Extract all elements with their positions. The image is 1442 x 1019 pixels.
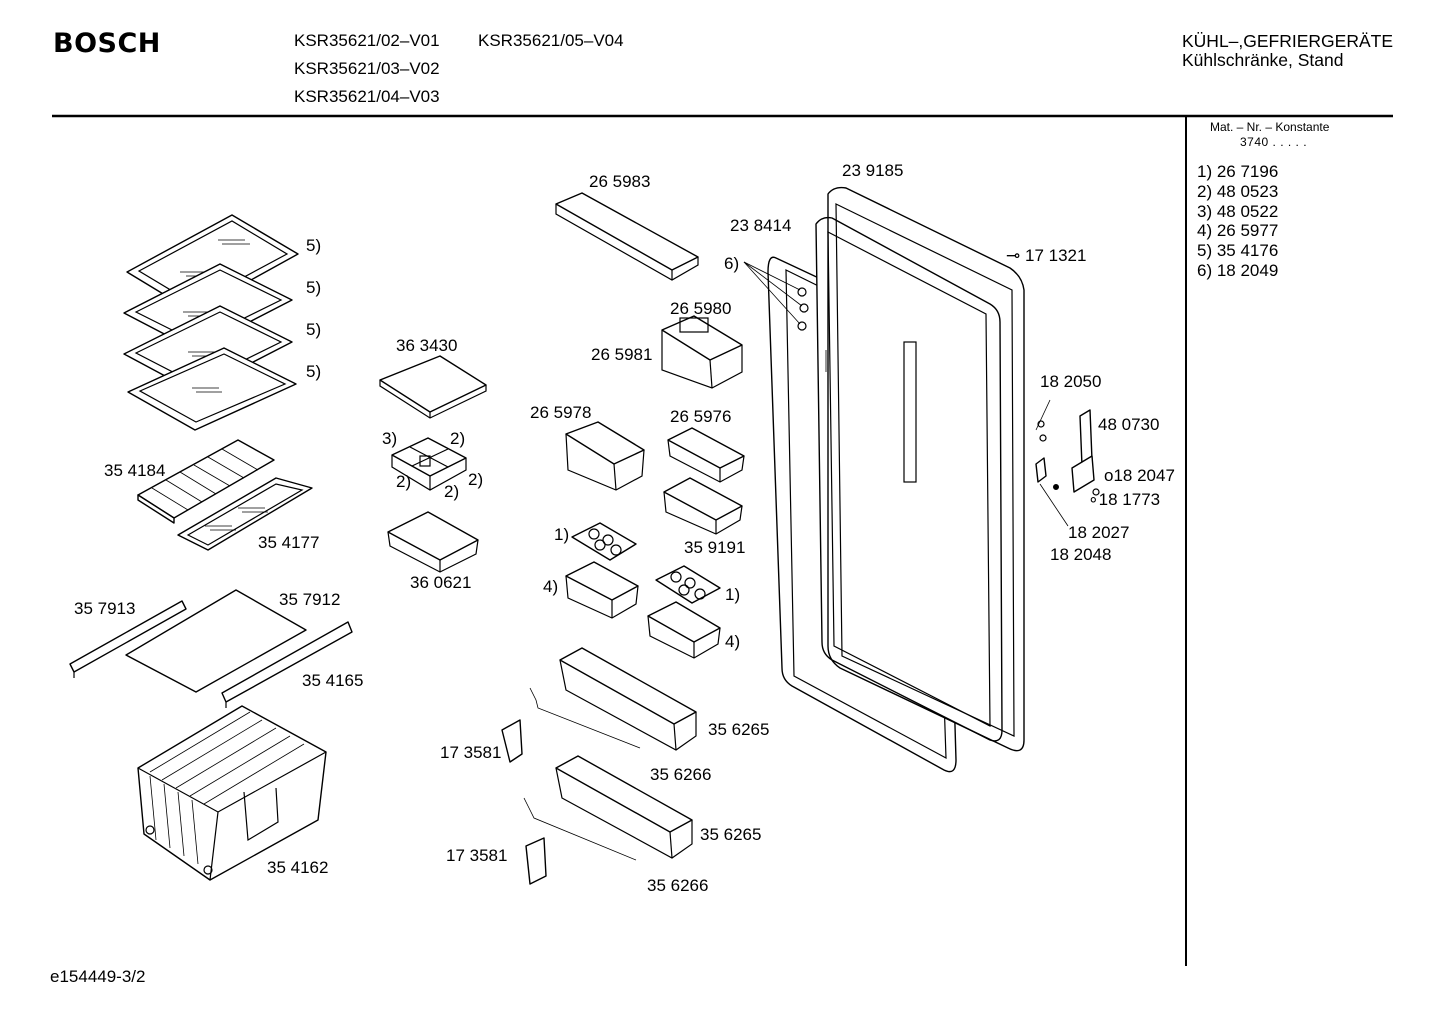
part-label: 5) [306,320,322,339]
model-number-1: KSR35621/02–V01 [294,31,440,50]
category-subtitle: Kühlschränke, Stand [1182,50,1344,70]
part-label-text: 18 2047 [1113,466,1175,485]
door-bin-large-1 [501,647,697,763]
sidebar-item: 1) 26 7196 [1197,162,1279,181]
washer-icon: o [1104,466,1114,485]
part-label: 5) [306,278,322,297]
vegetable-drawer [137,705,327,881]
hinge-182027 [1035,457,1069,527]
model-number-4: KSR35621/04–V03 [294,87,440,106]
part-label: 18 2048 [1050,545,1112,564]
crisper-cover-glass [177,477,313,551]
brand-logo: BOSCH [53,28,161,59]
part-label: 1) [554,525,570,544]
sidebar-item: 3) 48 0522 [1197,202,1279,221]
bin-265978 [565,421,645,491]
part-label: ∘18 1773 [1088,490,1160,510]
part-label: o18 2047 [1104,466,1175,486]
part-label: 35 4165 [302,671,364,690]
part-label: 35 4162 [267,858,329,877]
bin-359191 [663,477,743,535]
screw-icon: ∘ [1088,490,1099,509]
part-label: 26 5981 [591,345,653,364]
part-label: 3) [382,429,398,448]
glass-plate-357912 [125,589,307,693]
drawing-code: e154449-3/2 [50,967,146,986]
part-label: 2) [444,482,460,501]
part-label: 2) [468,470,484,489]
sidebar-item: 5) 35 4176 [1197,241,1279,260]
part-label: 26 5976 [670,407,732,426]
part-label: 23 9185 [842,161,904,180]
part-label: 17 3581 [440,743,502,762]
part-label: 35 4177 [258,533,320,552]
part-label: 18 2050 [1040,372,1102,391]
part-label-text: 17 1321 [1024,246,1087,265]
part-label: 4) [543,577,559,596]
rail-357913 [69,600,187,678]
small-bin-b [647,601,721,659]
tray-363430 [379,355,487,419]
egg-tray-a [571,522,637,561]
part-label: 5) [306,236,322,255]
part-label: 35 9191 [684,538,746,557]
door-outer-239185 [827,186,1025,752]
crisper-cover-frame [137,439,275,524]
part-label: 36 0621 [410,573,472,592]
sidebar-item: 6) 18 2049 [1197,261,1279,280]
sidebar-item: 2) 48 0523 [1197,182,1279,201]
part-label: 36 3430 [396,336,458,355]
part-label-text: 18 1773 [1098,490,1161,509]
part-label: 35 6266 [647,876,709,895]
part-label: ⊸ 17 1321 [1006,246,1086,266]
part-label: 48 0730 [1098,415,1160,434]
divider-insert [391,437,467,491]
part-label: 2) [450,429,466,448]
small-screws [1037,420,1100,496]
glass-shelf-4 [127,347,297,431]
part-label: 1) [725,585,741,604]
sidebar-item: 4) 26 5977 [1197,221,1279,240]
part-label: 35 4184 [104,461,166,480]
part-label: 35 6266 [650,765,712,784]
part-label: 26 5983 [589,172,651,191]
category-title: KÜHL–,GEFRIERGERÄTE [1182,31,1394,51]
part-label: 4) [725,632,741,651]
model-number-3: KSR35621/03–V02 [294,59,440,78]
part-label: 35 7912 [279,590,341,609]
part-label: 6) [724,254,740,273]
part-label: 17 3581 [446,846,508,865]
part-label: 26 5980 [670,299,732,318]
bin-265980-265981 [661,315,743,389]
part-label: 23 8414 [730,216,792,235]
screw-icon: ⊸ [1006,246,1021,265]
bin-265976 [667,427,745,483]
bin-265983 [555,192,699,281]
rail-354165 [221,621,353,708]
small-bin-a [565,561,639,619]
egg-tray-b [655,565,721,604]
part-label: 35 7913 [74,599,136,618]
part-label: 35 6265 [708,720,770,739]
tray-360621 [387,511,479,573]
door-seal-238414 [815,216,1003,742]
part-label: 18 2027 [1068,523,1130,542]
door-bin-large-2 [523,755,693,885]
part-label: 26 5978 [530,403,592,422]
sidebar-constant: 3740 . . . . . [1240,135,1308,149]
part-label: 5) [306,362,322,381]
sidebar-heading: Mat. – Nr. – Konstante [1210,120,1330,134]
hinge-480730 [1071,409,1095,493]
part-label: 2) [396,472,412,491]
model-number-2: KSR35621/05–V04 [478,31,624,50]
part-label: 35 6265 [700,825,762,844]
